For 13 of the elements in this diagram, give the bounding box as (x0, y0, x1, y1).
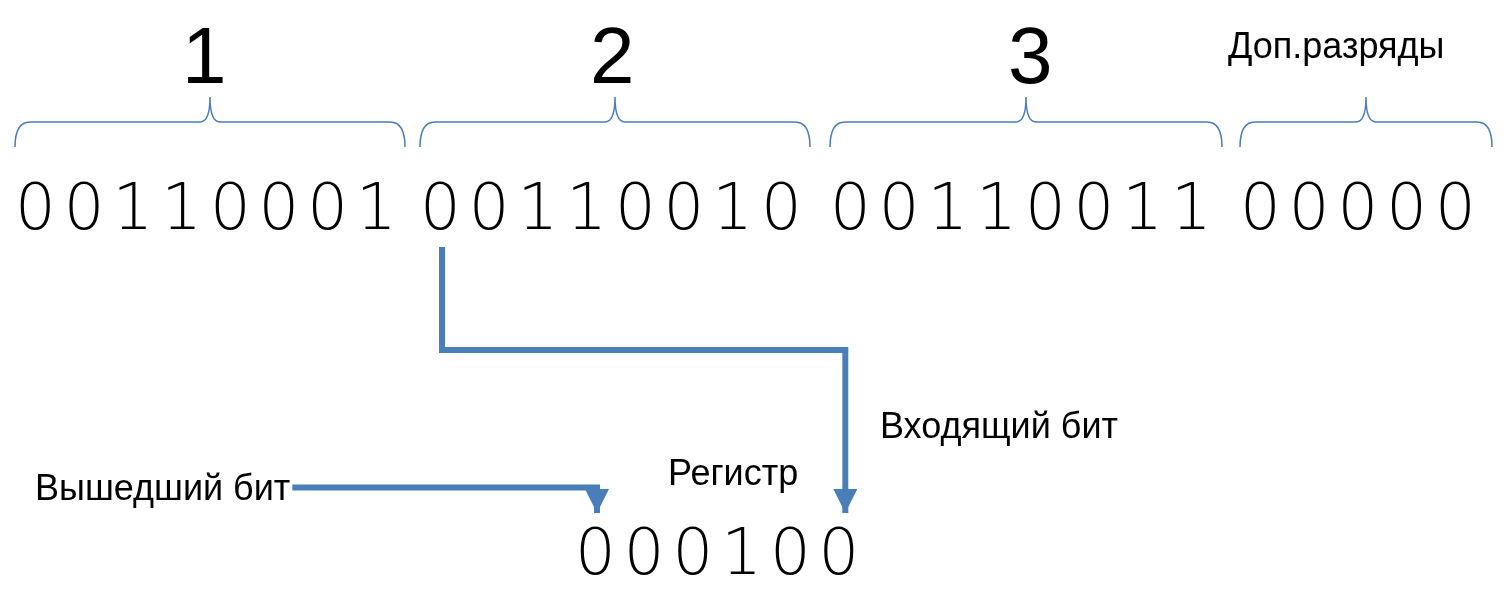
bit-group: 00110001 (15, 170, 405, 245)
bit-label: Вышедший бит (35, 465, 291, 510)
register-bits: 000100 (575, 515, 868, 595)
group-label: Доп.разряды (1228, 25, 1445, 67)
group-number: 3 (1008, 10, 1053, 102)
group-number: 2 (590, 10, 635, 102)
bit-group: 00110010 (420, 170, 810, 245)
arrow (292, 484, 609, 513)
bit-group: 00110011 (830, 170, 1220, 245)
arrow (439, 247, 858, 513)
register-caption: Регистр (668, 452, 799, 494)
extra-bits: 00000 (1240, 170, 1484, 245)
group-number: 1 (182, 10, 227, 102)
